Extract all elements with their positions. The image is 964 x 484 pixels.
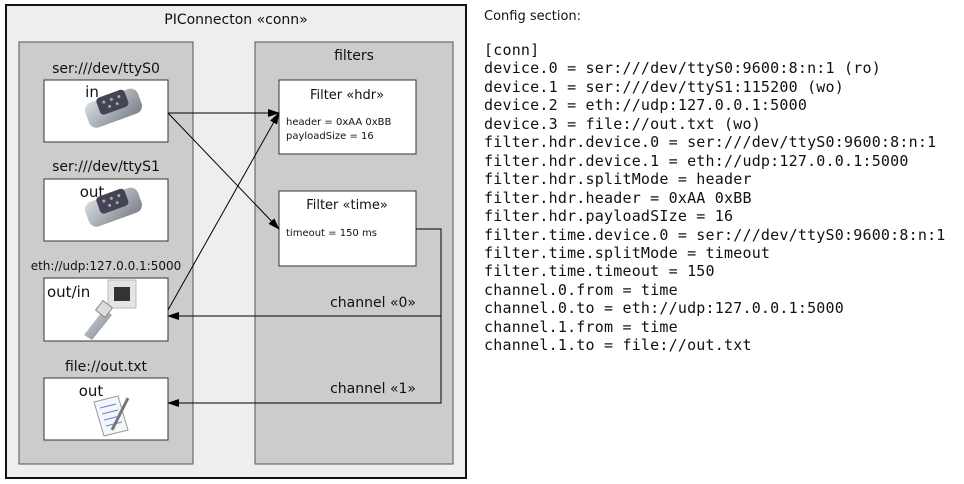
serial-port-icon	[84, 187, 142, 227]
arrow-eth-to-hdr	[167, 112, 280, 311]
connection-title: PIConnecton «conn»	[164, 12, 308, 28]
config-line: filter.hdr.splitMode = header	[484, 170, 752, 189]
device-mode: out	[79, 382, 104, 400]
channel-0-label: channel «0»	[330, 295, 416, 311]
config-line: filter.time.splitMode = timeout	[484, 243, 771, 262]
config-line: [conn]	[484, 41, 540, 59]
device-name: eth://udp:127.0.0.1:5000	[31, 259, 182, 273]
device-box-ttyS1[interactable]: out	[43, 178, 169, 242]
config-line: channel.1.from = time	[484, 317, 678, 336]
channel-0-line	[167, 228, 442, 320]
device-box-ttyS0[interactable]: in	[43, 79, 169, 143]
config-line: filter.hdr.payloadSIze = 16	[484, 207, 734, 226]
serial-port-icon	[84, 88, 142, 128]
device-mode: out	[80, 183, 105, 201]
ethernet-icon	[84, 279, 137, 340]
device-box-eth[interactable]: out/in	[43, 277, 169, 342]
device-name: ser:///dev/ttyS1	[52, 159, 160, 175]
filter-param: header = 0xAA 0xBB	[286, 117, 392, 128]
config-heading: Config section:	[484, 9, 582, 24]
device-mode: in	[85, 83, 99, 101]
device-name: ser:///dev/ttyS0	[52, 61, 160, 77]
config-line: device.3 = file://out.txt (wo)	[484, 114, 761, 133]
config-line: filter.time.device.0 = ser:///dev/ttyS0:…	[484, 225, 946, 244]
arrow-ttyS0-to-time	[167, 112, 280, 230]
text-file-icon	[93, 395, 130, 437]
config-line: filter.time.timeout = 150	[484, 262, 715, 281]
config-section: Config section: [conn]device.0 = ser:///…	[484, 9, 946, 355]
config-line: device.0 = ser:///dev/ttyS0:9600:8:n:1 (…	[484, 59, 881, 78]
filter-param: payloadSize = 16	[286, 131, 374, 142]
config-line: device.1 = ser:///dev/ttyS1:115200 (wo)	[484, 77, 844, 96]
config-line: filter.hdr.header = 0xAA 0xBB	[484, 188, 752, 207]
connection-diagram: PIConnecton «conn» filters ser:///dev/tt…	[5, 4, 467, 479]
config-line: device.2 = eth://udp:127.0.0.1:5000	[484, 96, 808, 115]
filters-label: filters	[334, 48, 374, 64]
filter-title: Filter «hdr»	[310, 88, 384, 103]
channel-1-label: channel «1»	[330, 381, 416, 397]
filter-box-hdr[interactable]: Filter «hdr» header = 0xAA 0xBB payloadS…	[278, 79, 417, 155]
filter-param: timeout = 150 ms	[286, 228, 377, 239]
config-line: channel.0.to = eth://udp:127.0.0.1:5000	[484, 299, 844, 318]
device-name: file://out.txt	[65, 359, 148, 375]
config-lines: [conn]device.0 = ser:///dev/ttyS0:9600:8…	[484, 41, 946, 355]
device-mode: out/in	[47, 283, 90, 301]
config-line: filter.hdr.device.0 = ser:///dev/ttyS0:9…	[484, 133, 937, 152]
channel-1-line	[167, 316, 442, 407]
config-line: channel.1.to = file://out.txt	[484, 336, 752, 355]
filter-box-time[interactable]: Filter «time» timeout = 150 ms	[278, 190, 417, 267]
config-line: channel.0.from = time	[484, 280, 678, 299]
filter-title: Filter «time»	[306, 198, 388, 213]
config-line: filter.hdr.device.1 = eth://udp:127.0.0.…	[484, 151, 909, 170]
device-box-file[interactable]: out	[43, 377, 169, 441]
